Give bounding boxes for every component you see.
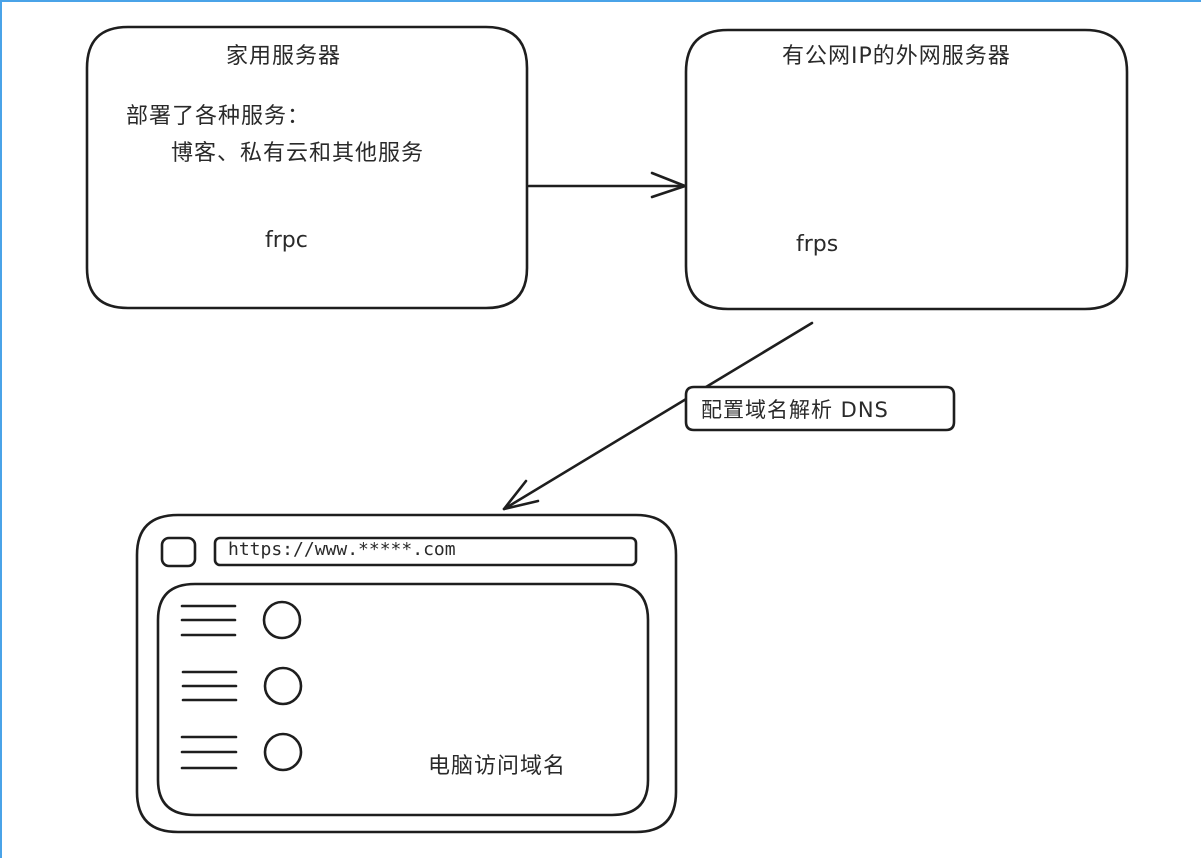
public-server-box[interactable] [684, 28, 1129, 311]
url-text[interactable]: https://www.*****.com [228, 539, 456, 560]
circle-icon [262, 600, 302, 640]
browser-button[interactable] [160, 536, 197, 568]
home-server-description-line1: 部署了各种服务： [126, 104, 311, 129]
dns-label: 配置域名解析 DNS [701, 398, 889, 422]
circle-icon [263, 732, 303, 772]
arrow-public-to-browser[interactable] [502, 321, 814, 511]
arrow-shaft [502, 321, 814, 511]
list-item[interactable] [180, 732, 303, 772]
menu-lines-icon [180, 604, 237, 637]
window-frame-top [0, 0, 1201, 2]
url-bar[interactable] [213, 536, 638, 567]
frpc-label: frpc [265, 228, 308, 253]
list-item[interactable] [180, 600, 302, 640]
menu-lines-icon [180, 735, 238, 770]
home-server-title: 家用服务器 [226, 44, 342, 69]
arrowhead [502, 479, 540, 511]
menu-lines-icon [181, 670, 238, 702]
public-server-title: 有公网IP的外网服务器 [782, 44, 1011, 69]
arrowhead [650, 171, 687, 199]
browser-caption: 电脑访问域名 [428, 754, 567, 779]
dns-label-box [684, 385, 956, 432]
list-item[interactable] [181, 666, 303, 706]
content-panel [156, 582, 650, 817]
circle-icon [263, 666, 303, 706]
home-server-description-line2: 博客、私有云和其他服务 [171, 141, 425, 166]
frps-label: frps [796, 232, 839, 257]
window-frame-left [0, 0, 2, 858]
browser-window[interactable] [135, 513, 678, 834]
home-server-box[interactable] [85, 25, 529, 310]
arrow-home-to-public[interactable] [527, 171, 687, 199]
